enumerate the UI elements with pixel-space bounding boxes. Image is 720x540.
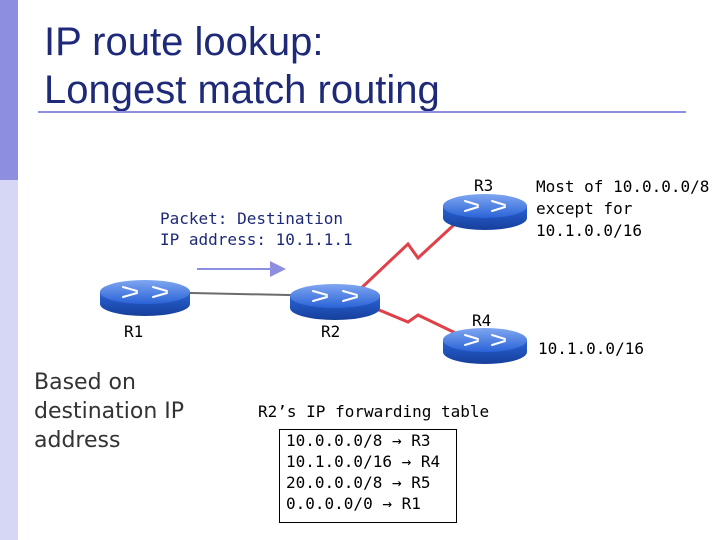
slide-title: IP route lookup: Longest match routing <box>44 18 440 114</box>
packet-label-line-1: Packet: Destination <box>160 209 344 228</box>
table-row: 0.0.0.0/0 → R1 <box>280 493 456 514</box>
left-note-line-3: address <box>34 428 121 453</box>
left-note-line-2: destination IP <box>34 399 185 424</box>
sidebar-accent-top <box>0 0 18 180</box>
router-r1-label: R1 <box>124 322 144 341</box>
forwarding-table: 10.0.0.0/8 → R3 10.1.0.0/16 → R4 20.0.0.… <box>279 429 457 523</box>
table-row: 10.0.0.0/8 → R3 <box>280 430 456 451</box>
router-r4-label: R4 <box>472 311 492 330</box>
r3-note-line-1: Most of 10.0.0.0/8 <box>536 177 710 196</box>
left-note: Based on destination IP address <box>34 368 184 455</box>
route-arrow-icon: → <box>401 452 412 471</box>
router-r4-icon <box>443 328 527 364</box>
r3-route-note: Most of 10.0.0.0/8 except for 10.1.0.0/1… <box>536 176 709 242</box>
r3-note-line-2: except for <box>536 199 633 218</box>
route-prefix: 10.0.0.0/8 <box>286 431 383 450</box>
table-row: 10.1.0.0/16 → R4 <box>280 451 456 472</box>
route-prefix: 10.1.0.0/16 <box>286 452 392 471</box>
router-r1-icon <box>100 280 190 316</box>
route-arrow-icon: → <box>382 494 392 513</box>
title-underline <box>38 111 686 113</box>
left-note-line-1: Based on <box>34 370 136 395</box>
r4-route-note: 10.1.0.0/16 <box>538 339 644 358</box>
route-next-hop: R1 <box>401 494 421 513</box>
packet-label: Packet: Destination IP address: 10.1.1.1 <box>160 208 353 250</box>
router-r3-icon <box>443 194 527 230</box>
title-line-2: Longest match routing <box>44 68 440 112</box>
title-line-1: IP route lookup: <box>44 20 324 64</box>
link-r2-r3 <box>353 208 472 296</box>
router-r2-icon <box>290 284 380 320</box>
route-prefix: 0.0.0.0/0 <box>286 494 373 513</box>
table-row: 20.0.0.0/8 → R5 <box>280 472 456 493</box>
router-r2-label: R2 <box>321 322 341 341</box>
route-next-hop: R3 <box>411 431 431 450</box>
route-arrow-icon: → <box>391 473 402 492</box>
link-r2-r4 <box>354 298 471 342</box>
sidebar-accent-bottom <box>0 180 18 540</box>
route-next-hop: R5 <box>411 473 431 492</box>
router-r3-label: R3 <box>474 176 494 195</box>
forwarding-table-title: R2’s IP forwarding table <box>258 402 490 421</box>
route-prefix: 20.0.0.0/8 <box>286 473 383 492</box>
packet-label-line-2: IP address: 10.1.1.1 <box>160 230 353 249</box>
route-next-hop: R4 <box>420 452 441 471</box>
route-arrow-icon: → <box>391 431 402 450</box>
r3-note-line-3: 10.1.0.0/16 <box>536 221 642 240</box>
